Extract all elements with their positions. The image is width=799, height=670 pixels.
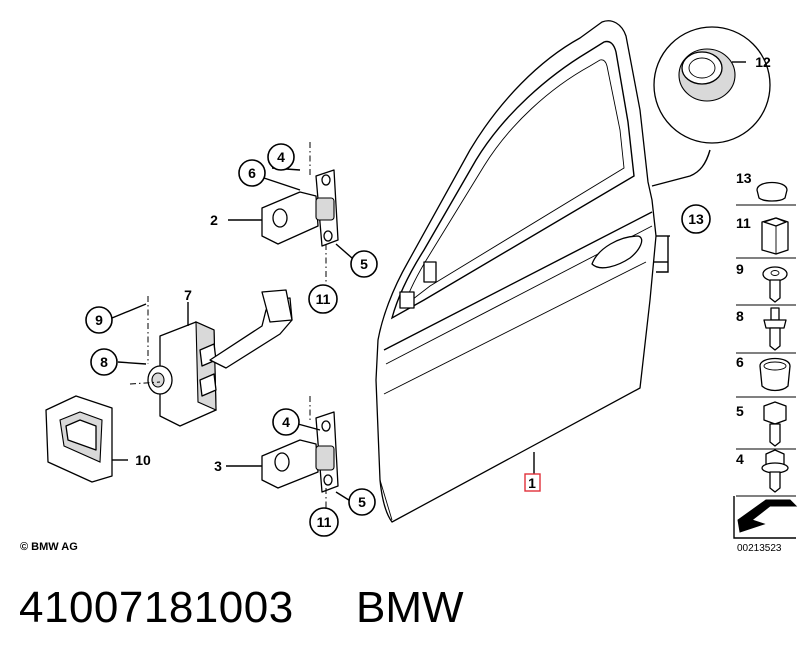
brand-name: BMW: [356, 583, 464, 632]
svg-text:4: 4: [736, 451, 744, 467]
svg-text:11: 11: [316, 291, 331, 307]
fastener-legend: 13 11 9 8 6: [733, 170, 798, 539]
callout-5-lower: 5: [348, 488, 376, 516]
svg-text:4: 4: [277, 149, 285, 165]
callout-9: 9: [85, 306, 113, 334]
svg-text:2: 2: [210, 212, 218, 228]
callout-7: 7: [184, 287, 192, 303]
cage-nut-icon: [759, 357, 791, 392]
svg-text:1: 1: [528, 475, 536, 491]
svg-text:5: 5: [360, 256, 368, 272]
copyright-label: © BMW AG: [20, 541, 78, 553]
torx-bolt-icon: [762, 266, 788, 303]
diagram-id-label: 00213523: [737, 543, 782, 554]
svg-text:6: 6: [736, 354, 744, 370]
svg-text:7: 7: [184, 287, 192, 303]
callout-12: 12: [755, 54, 771, 70]
svg-text:11: 11: [736, 215, 751, 231]
svg-text:5: 5: [736, 403, 744, 419]
callout-4-lower: 4: [272, 408, 300, 436]
svg-text:10: 10: [135, 452, 151, 468]
svg-text:8: 8: [100, 354, 108, 370]
callout-11-upper: 11: [308, 284, 338, 314]
callout-8: 8: [90, 348, 118, 376]
door-check-link: [111, 289, 293, 427]
svg-text:11: 11: [317, 514, 332, 530]
callout-5-upper: 5: [350, 250, 378, 278]
svg-text:9: 9: [736, 261, 744, 277]
callout-11-lower: 11: [309, 507, 339, 537]
svg-text:6: 6: [248, 165, 256, 181]
hex-nut-icon: [761, 217, 789, 255]
part-number: 41007181003: [19, 583, 294, 632]
callout-4-upper: 4: [267, 143, 295, 171]
plug-detail-view: [651, 26, 771, 187]
stud-bolt-icon: [763, 307, 787, 351]
upper-hinge: [228, 142, 353, 284]
hex-bolt-icon: [763, 401, 787, 447]
svg-text:4: 4: [282, 414, 290, 430]
svg-text:5: 5: [358, 494, 366, 510]
flange-bolt-icon: [761, 449, 789, 493]
plug-cap-icon: [756, 181, 788, 202]
svg-text:13: 13: [688, 211, 704, 227]
svg-text:8: 8: [736, 308, 744, 324]
door-grommet: [45, 395, 128, 483]
callout-13: 13: [681, 204, 711, 234]
svg-text:13: 13: [736, 170, 752, 186]
svg-text:9: 9: [95, 312, 103, 328]
svg-text:12: 12: [755, 54, 771, 70]
callout-3: 3: [214, 458, 222, 474]
section-arrow-icon: [733, 496, 798, 539]
door-shell: [375, 20, 657, 523]
callout-6: 6: [238, 159, 266, 187]
callout-10: 10: [135, 452, 151, 468]
svg-text:3: 3: [214, 458, 222, 474]
lower-hinge: [226, 396, 353, 514]
callout-2: 2: [210, 212, 218, 228]
callout-1-door: 1: [524, 452, 541, 492]
